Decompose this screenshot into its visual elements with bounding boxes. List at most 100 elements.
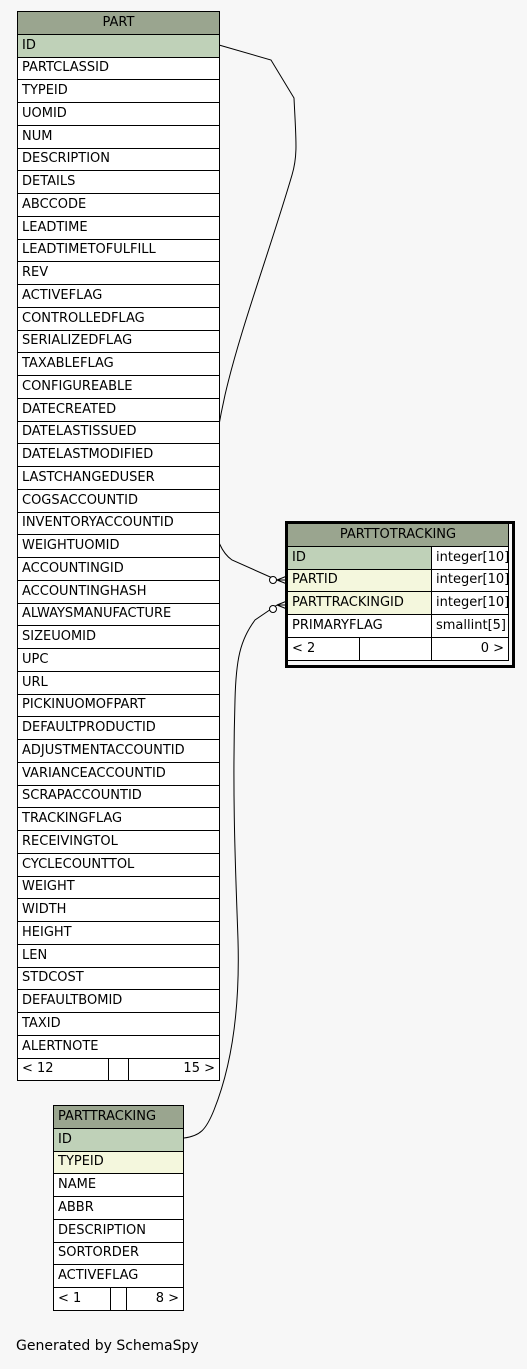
- column-row[interactable]: CONFIGUREABLE: [17, 375, 220, 399]
- column-name[interactable]: TYPEID: [53, 1150, 184, 1175]
- column-name[interactable]: TRACKINGFLAG: [17, 807, 220, 831]
- column-name[interactable]: UOMID: [17, 102, 220, 126]
- column-name[interactable]: PARTTRACKINGID: [287, 591, 432, 615]
- column-row[interactable]: PARTCLASSID: [17, 56, 220, 81]
- table-title[interactable]: PART: [17, 11, 220, 35]
- column-row[interactable]: DATECREATED: [17, 397, 220, 422]
- column-row[interactable]: ID: [53, 1127, 184, 1152]
- column-row[interactable]: STDCOST: [17, 966, 220, 991]
- column-name[interactable]: DEFAULTPRODUCTID: [17, 716, 220, 740]
- column-row[interactable]: WIDTH: [17, 898, 220, 922]
- column-name[interactable]: WEIGHTUOMID: [17, 534, 220, 558]
- column-name[interactable]: REV: [17, 261, 220, 285]
- column-row[interactable]: RECEIVINGTOL: [17, 830, 220, 854]
- column-name[interactable]: NAME: [53, 1173, 184, 1197]
- column-row[interactable]: TYPEID: [53, 1150, 184, 1175]
- column-row[interactable]: ABCCODE: [17, 193, 220, 217]
- column-row[interactable]: DEFAULTPRODUCTID: [17, 716, 220, 740]
- column-name[interactable]: ACCOUNTINGID: [17, 557, 220, 581]
- column-name[interactable]: TAXID: [17, 1012, 220, 1036]
- children-count[interactable]: 0 >: [430, 636, 510, 661]
- column-name[interactable]: UPC: [17, 648, 220, 672]
- column-name[interactable]: LEADTIME: [17, 215, 220, 240]
- column-row[interactable]: ID: [17, 33, 220, 58]
- column-name[interactable]: DESCRIPTION: [17, 147, 220, 172]
- column-name[interactable]: CONFIGUREABLE: [17, 375, 220, 399]
- column-name[interactable]: PARTCLASSID: [17, 56, 220, 81]
- column-name[interactable]: PARTID: [287, 568, 432, 593]
- column-row[interactable]: TAXABLEFLAG: [17, 352, 220, 376]
- column-name[interactable]: ALERTNOTE: [17, 1034, 220, 1059]
- column-name[interactable]: STDCOST: [17, 966, 220, 991]
- column-name[interactable]: ID: [17, 33, 220, 58]
- column-row[interactable]: TAXID: [17, 1012, 220, 1036]
- column-name[interactable]: PRIMARYFLAG: [287, 614, 432, 638]
- column-name[interactable]: SORTORDER: [53, 1241, 184, 1266]
- column-name[interactable]: LEADTIMETOFULFILL: [17, 238, 220, 263]
- column-name[interactable]: SERIALIZEDFLAG: [17, 329, 220, 354]
- column-name[interactable]: ID: [287, 545, 432, 570]
- column-name[interactable]: NUM: [17, 124, 220, 149]
- column-row[interactable]: TRACKINGFLAG: [17, 807, 220, 831]
- column-name[interactable]: WIDTH: [17, 898, 220, 922]
- column-row[interactable]: URL: [17, 670, 220, 695]
- column-name[interactable]: SIZEUOMID: [17, 625, 220, 649]
- column-row[interactable]: ADJUSTMENTACCOUNTID: [17, 739, 220, 763]
- column-name[interactable]: CONTROLLEDFLAG: [17, 306, 220, 331]
- column-name[interactable]: ACTIVEFLAG: [17, 284, 220, 308]
- column-row[interactable]: ACTIVEFLAG: [17, 284, 220, 308]
- column-row[interactable]: ACCOUNTINGHASH: [17, 579, 220, 604]
- column-row[interactable]: SCRAPACCOUNTID: [17, 784, 220, 809]
- column-name[interactable]: ID: [53, 1127, 184, 1152]
- column-row[interactable]: CONTROLLEDFLAG: [17, 306, 220, 331]
- column-row[interactable]: WEIGHT: [17, 875, 220, 900]
- column-row[interactable]: DETAILS: [17, 170, 220, 194]
- column-name[interactable]: WEIGHT: [17, 875, 220, 900]
- parents-count[interactable]: < 12: [17, 1057, 109, 1082]
- column-name[interactable]: SCRAPACCOUNTID: [17, 784, 220, 809]
- column-row[interactable]: LEADTIMETOFULFILL: [17, 238, 220, 263]
- column-name[interactable]: LASTCHANGEDUSER: [17, 466, 220, 490]
- column-name[interactable]: TYPEID: [17, 79, 220, 103]
- column-row[interactable]: SORTORDER: [53, 1241, 184, 1266]
- column-row[interactable]: UOMID: [17, 102, 220, 126]
- column-row[interactable]: DESCRIPTION: [53, 1218, 184, 1243]
- column-row[interactable]: SERIALIZEDFLAG: [17, 329, 220, 354]
- table-title[interactable]: PARTTOTRACKING: [286, 523, 510, 547]
- children-count[interactable]: 8 >: [125, 1287, 185, 1311]
- column-name[interactable]: DESCRIPTION: [53, 1218, 184, 1243]
- column-row[interactable]: ACTIVEFLAG: [53, 1264, 184, 1288]
- children-count[interactable]: 15 >: [127, 1057, 221, 1082]
- column-row[interactable]: TYPEID: [17, 79, 220, 103]
- parents-count[interactable]: < 1: [52, 1287, 112, 1311]
- column-name[interactable]: URL: [17, 670, 220, 695]
- column-row[interactable]: HEIGHT: [17, 921, 220, 945]
- column-row[interactable]: NUM: [17, 124, 220, 149]
- column-name[interactable]: DEFAULTBOMID: [17, 989, 220, 1013]
- column-row[interactable]: ALERTNOTE: [17, 1034, 220, 1059]
- column-name[interactable]: DETAILS: [17, 170, 220, 194]
- column-name[interactable]: ADJUSTMENTACCOUNTID: [17, 739, 220, 763]
- column-row[interactable]: COGSACCOUNTID: [17, 488, 220, 513]
- column-name[interactable]: DATELASTMODIFIED: [17, 443, 220, 467]
- column-row[interactable]: VARIANCEACCOUNTID: [17, 761, 220, 786]
- column-name[interactable]: VARIANCEACCOUNTID: [17, 761, 220, 786]
- parents-count[interactable]: < 2: [287, 636, 360, 661]
- column-row[interactable]: SIZEUOMID: [17, 625, 220, 649]
- table-title[interactable]: PARTTRACKING: [53, 1105, 184, 1129]
- column-row[interactable]: ACCOUNTINGID: [17, 557, 220, 581]
- column-name[interactable]: ACCOUNTINGHASH: [17, 579, 220, 604]
- column-name[interactable]: CYCLECOUNTTOL: [17, 852, 220, 877]
- column-name[interactable]: RECEIVINGTOL: [17, 830, 220, 854]
- column-name[interactable]: HEIGHT: [17, 921, 220, 945]
- column-row[interactable]: DESCRIPTION: [17, 147, 220, 172]
- column-row[interactable]: ABBR: [53, 1196, 184, 1220]
- column-row[interactable]: UPC: [17, 648, 220, 672]
- column-row[interactable]: WEIGHTUOMID: [17, 534, 220, 558]
- column-name[interactable]: ABBR: [53, 1196, 184, 1220]
- column-name[interactable]: DATECREATED: [17, 397, 220, 422]
